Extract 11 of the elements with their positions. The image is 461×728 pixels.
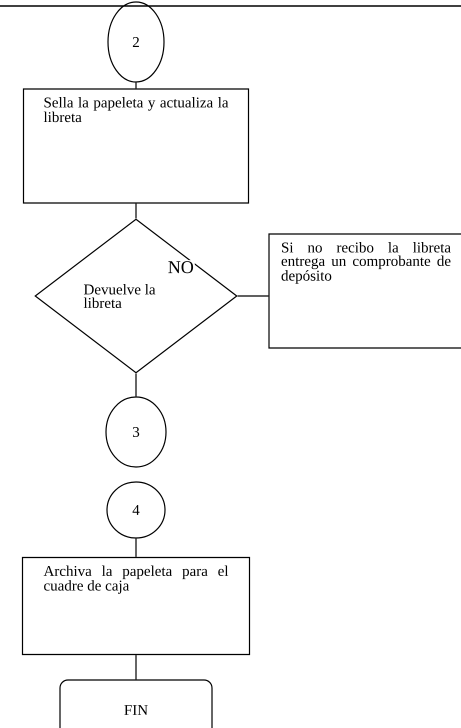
terminator-box: FIN: [59, 679, 213, 728]
connector-line: [135, 374, 137, 396]
connector-line: [135, 204, 137, 218]
process-box: Si no recibo la libreta entrega un comprobante de depósito: [268, 233, 461, 349]
process-box: Sella la papeleta y actualiza la libreta: [22, 88, 250, 204]
edge-label: NO: [166, 260, 195, 274]
connector-line: [238, 295, 268, 297]
process-box: Archiva la papeleta para el cuadre de caja: [22, 556, 250, 656]
connector-line: [135, 538, 137, 557]
connector-line: [135, 655, 137, 680]
connector-line: [135, 82, 137, 88]
